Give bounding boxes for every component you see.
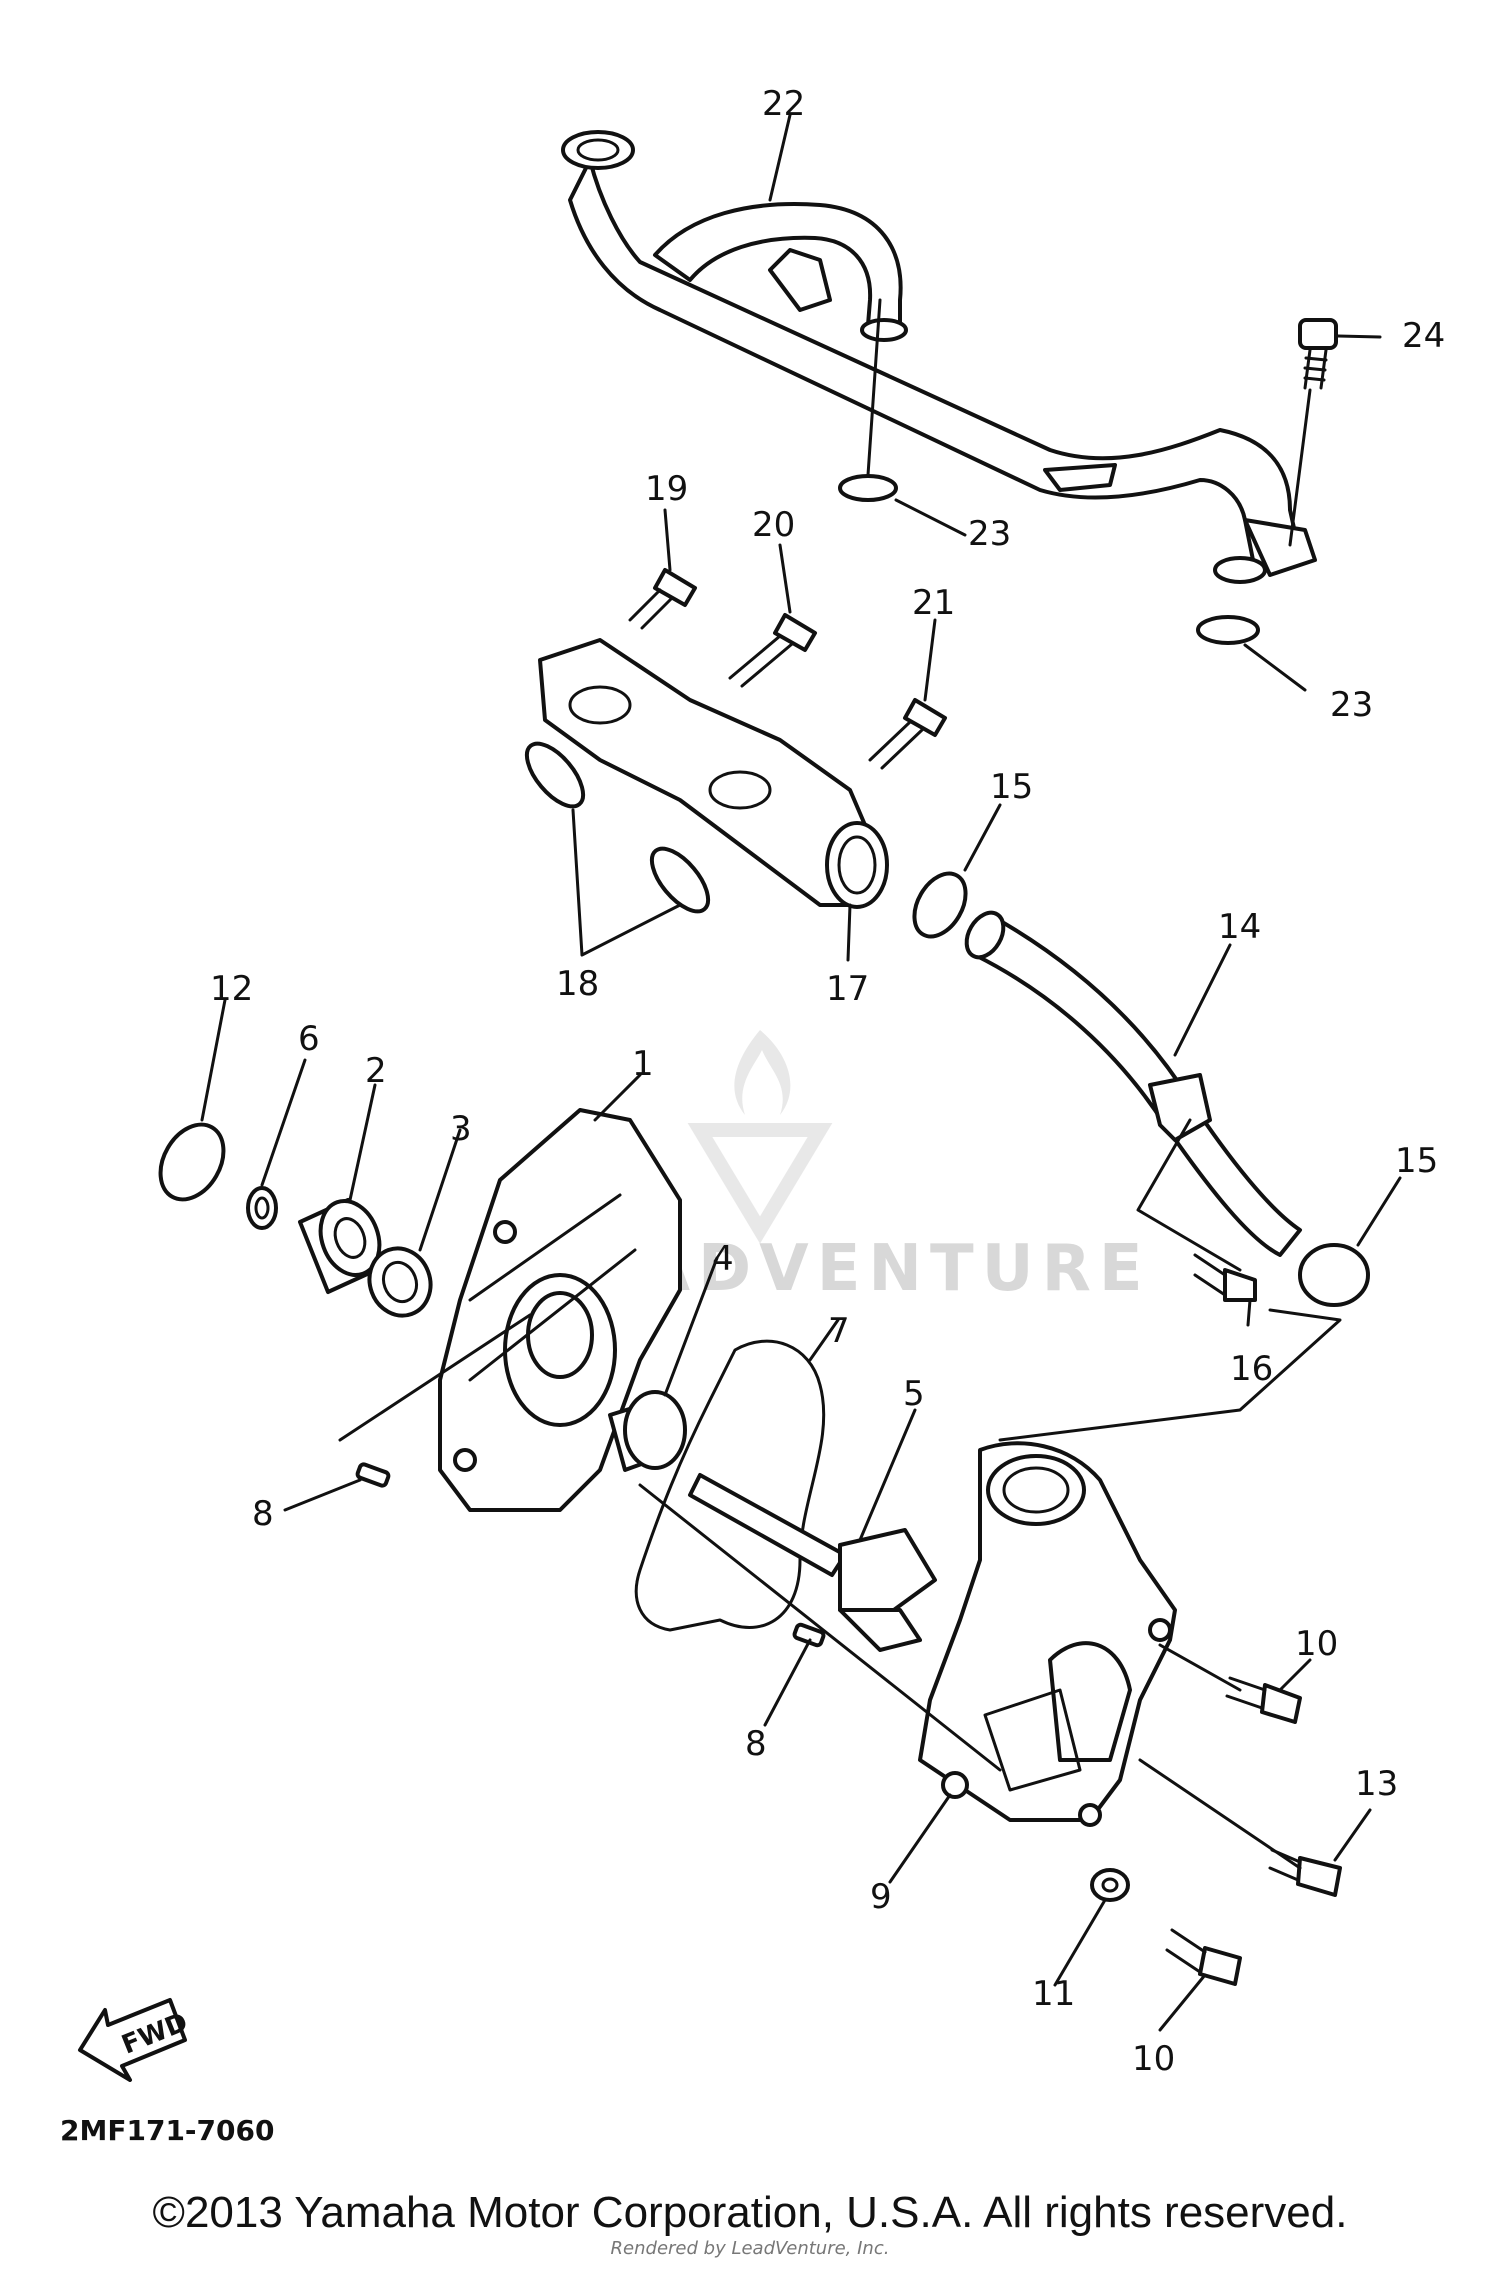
- callout-5: 5: [903, 1374, 925, 1414]
- fwd-arrow-icon: FWD: [78, 1998, 192, 2082]
- part-20-bolt: [728, 613, 817, 688]
- part-23-o-ring-upper: [838, 474, 898, 502]
- part-15-o-ring-lower: [1298, 1243, 1370, 1307]
- part-24-bolt: [1298, 318, 1338, 390]
- part-13-bolt: [1268, 1848, 1342, 1897]
- callout-20: 20: [752, 505, 795, 545]
- render-note: Rendered by LeadVenture, Inc.: [610, 2238, 890, 2259]
- part-18-o-ring-left: [524, 741, 586, 809]
- callout-15-upper: 15: [990, 767, 1033, 807]
- callout-7: 7: [828, 1311, 850, 1351]
- part-21-bolt: [868, 698, 947, 770]
- callout-8-right: 8: [745, 1724, 767, 1764]
- callout-8-left: 8: [252, 1494, 274, 1534]
- callout-19: 19: [645, 469, 688, 509]
- part-11-washer: [1090, 1868, 1130, 1902]
- callout-10-upper: 10: [1295, 1624, 1338, 1664]
- diagram-code: 2MF171-7060: [60, 2114, 274, 2147]
- part-7-gasket: [634, 1339, 826, 1632]
- callout-10-lower: 10: [1132, 2039, 1175, 2079]
- callout-14: 14: [1218, 907, 1261, 947]
- part-18-o-ring-right: [649, 846, 711, 914]
- part-12-o-ring: [158, 1122, 226, 1202]
- callout-15-lower: 15: [1395, 1141, 1438, 1181]
- part-9-pump-housing: [918, 1441, 1177, 1827]
- callout-4: 4: [712, 1239, 734, 1279]
- callout-1: 1: [632, 1044, 654, 1084]
- callout-13: 13: [1355, 1764, 1398, 1804]
- callout-9: 9: [870, 1877, 892, 1917]
- part-22-water-pipe: [561, 130, 1317, 584]
- callout-21: 21: [912, 583, 955, 623]
- part-8-dowel-pin-right: [792, 1622, 826, 1648]
- part-5-impeller-shaft: [688, 1473, 937, 1652]
- part-2-bearing: [298, 1198, 382, 1294]
- callout-3: 3: [450, 1109, 472, 1149]
- callout-6: 6: [298, 1019, 320, 1059]
- callout-18: 18: [556, 964, 599, 1004]
- part-23-o-ring-lower: [1196, 615, 1260, 645]
- part-15-o-ring-upper: [912, 871, 968, 939]
- callout-12: 12: [210, 969, 253, 1009]
- part-4-impeller: [608, 1390, 687, 1472]
- callout-23-upper: 23: [968, 514, 1011, 554]
- part-6-circlip: [246, 1186, 278, 1230]
- leader-lines: [200, 113, 1402, 2032]
- part-10-bolt-upper: [1225, 1676, 1302, 1724]
- part-19-bolt: [628, 568, 697, 630]
- part-16-bolt: [1193, 1253, 1257, 1302]
- callout-2: 2: [365, 1051, 387, 1091]
- callout-23-lower: 23: [1330, 685, 1373, 725]
- part-14-hose-pipe: [964, 910, 1302, 1257]
- callout-17: 17: [826, 969, 869, 1009]
- callout-11: 11: [1032, 1974, 1075, 2014]
- callout-22: 22: [762, 84, 805, 124]
- copyright-notice: ©2013 Yamaha Motor Corporation, U.S.A. A…: [152, 2188, 1348, 2237]
- part-17-manifold: [538, 638, 889, 909]
- watermark-logo-icon: [687, 1030, 833, 1244]
- part-3-oil-seal: [367, 1246, 433, 1318]
- callout-24: 24: [1402, 316, 1445, 356]
- part-10-bolt-lower: [1165, 1928, 1242, 1986]
- callout-16: 16: [1230, 1349, 1273, 1389]
- part-8-dowel-pin-left: [355, 1462, 391, 1488]
